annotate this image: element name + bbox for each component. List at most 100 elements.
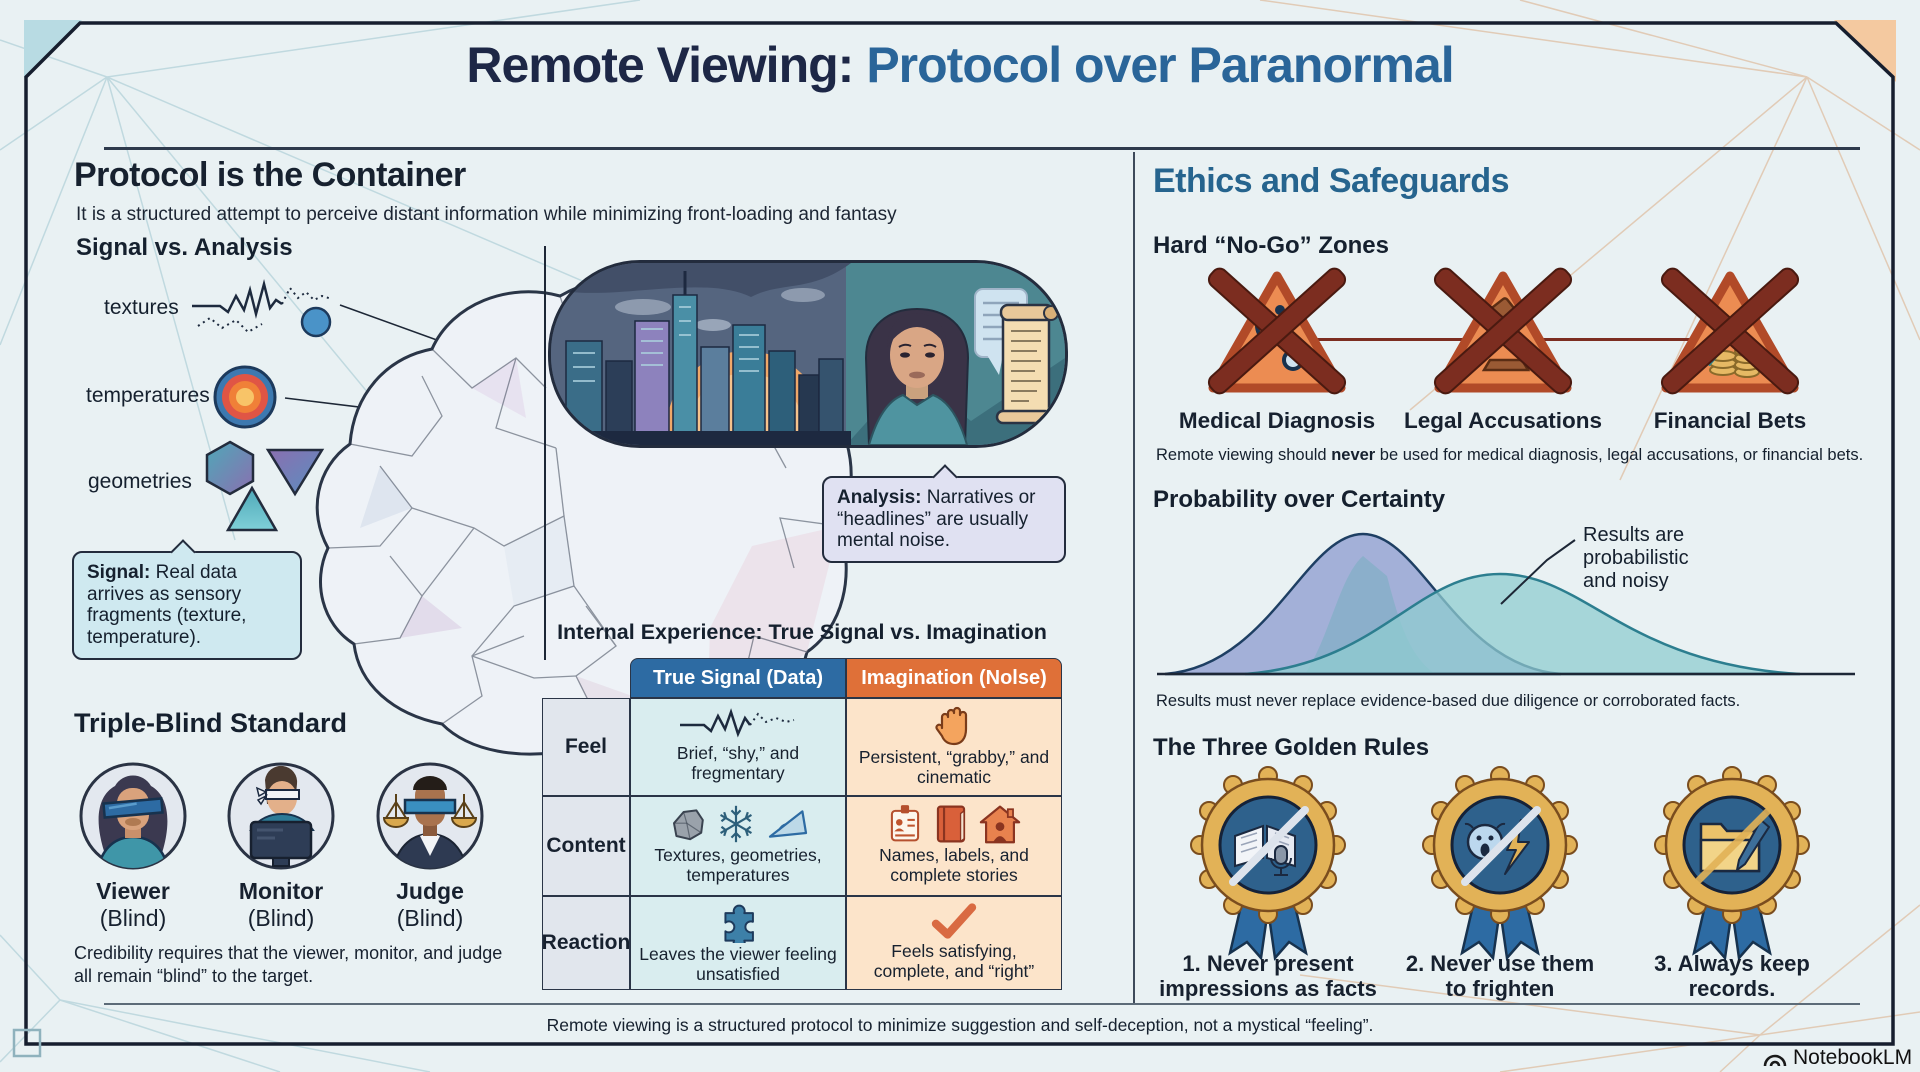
monitor-role-status: (Blind) [247,905,315,931]
prohibition-slash [1229,806,1309,886]
reaction-signal-cell: Leaves the viewer feeling unsatisfied [630,896,846,990]
nogo-caption: Remote viewing should never be used for … [1156,446,1864,464]
reaction-imagination-cell: Feels satisfying, complete, and “right” [846,896,1062,990]
internal-experience-table: True Signal (Data) Imagination (Nolse) F… [542,658,1062,990]
cityscape [565,271,844,444]
triple-blind-heading: Triple-Blind Standard [74,708,348,738]
lightning-icon [1504,819,1530,875]
page-title: Remote Viewing:Protocol over Paranormal [0,36,1920,94]
feel-signal-cell: Brief, “shy,” and fregmentary [630,698,846,796]
probability-curves-chart [1157,532,1855,676]
left-section-subheading: It is a structured attempt to perceive d… [76,204,897,225]
signal-callout-bold: Signal: [87,562,151,583]
feel-signal-text: Brief, “shy,” and fregmentary [676,743,800,783]
viewer-role-name: Viewer [96,878,170,904]
analysis-callout: Analysis: Narratives or “headlines” are … [822,464,1066,563]
content-signal-text: Textures, geometries, temperatures [654,845,822,885]
content-signal-cell: Textures, geometries, temperatures [630,796,846,896]
no-frighten-badge [1422,766,1578,961]
capsule-scene [551,263,1065,445]
left-section-heading: Protocol is the Container [74,156,466,194]
reaction-imagination-text: Feels satisfying, complete, and “right” [873,941,1035,981]
row-label-reaction: Reaction [542,896,630,990]
ethics-heading: Ethics and Safeguards [1153,162,1510,200]
book-icon [936,805,966,844]
probability-caption: Results must never replace evidence-base… [1156,692,1741,710]
triple-blind-caption: Credibility requires that the viewer, mo… [74,942,502,987]
internal-experience-heading: Internal Experience: True Signal vs. Ima… [557,620,1047,644]
viewer-role-status: (Blind) [99,905,167,931]
waveform-icon [192,279,333,338]
signal-callout: Signal: Real data arrives as sensory fra… [72,539,302,660]
blindfolded-viewer-avatar [79,762,187,870]
perception-capsule [548,260,1068,448]
geometries-label: geometries [88,470,192,493]
notebooklm-icon [1763,1054,1787,1067]
blindfolded-monitor-avatar [227,762,335,870]
waveform-icon [680,708,795,738]
analysis-callout-text: Narratives or “headlines” are usually me… [837,487,1036,552]
pen-icon [1735,818,1771,873]
feel-imagination-text: Persistent, “grabby,” and cinematic [858,747,1050,787]
checkmark-icon [931,903,977,940]
reaction-signal-text: Leaves the viewer feeling unsatisfied [639,944,837,984]
judge-role-name: Judge [396,878,464,904]
nogo-label-financial: Financial Bets [1653,408,1807,433]
row-label-feel: Feel [542,698,630,796]
id-badge-icon [890,805,920,842]
gavel-no-icon [1433,267,1573,395]
column-header-imagination: Imagination (Nolse) [846,658,1062,698]
nogo-label-medical: Medical Diagnosis [1178,408,1376,433]
probability-heading: Probability over Certainty [1153,486,1446,513]
title-divider [104,147,1860,150]
microphone-icon [1270,845,1292,876]
page-frame [24,21,1895,1046]
notebooklm-branding: NotebookLM [1762,1046,1912,1070]
coins-arrow-no-icon [1660,267,1800,395]
judge-role-status: (Blind) [396,905,464,931]
snowflake-icon [719,806,753,843]
house-icon [979,805,1021,844]
footer-divider [104,1003,1860,1005]
heat-map-icon [213,365,277,429]
prohibition-slash [1461,806,1541,886]
gold-slash [1695,808,1771,884]
textures-label: textures [104,296,179,319]
title-prefix: Remote Viewing: [466,37,854,93]
hand-icon [935,707,968,746]
column-divider [1133,152,1135,1004]
footer-summary: Remote viewing is a structured protocol … [546,1015,1374,1035]
temperatures-label: temperatures [86,384,210,407]
signal-callout-text: Real data arrives as sensory fragments (… [87,562,247,648]
nogo-label-legal: Legal Accusations [1404,408,1602,433]
coins-icon [1709,345,1760,378]
table-corner-blank [542,658,630,698]
content-imagination-cell: Names, labels, and complete stories [846,796,1062,896]
blindfolded-judge-avatar [376,762,484,870]
monitor-role-name: Monitor [238,878,324,904]
golden-rules-heading: The Three Golden Rules [1153,734,1430,761]
column-header-true-signal: True Signal (Data) [630,658,846,698]
signal-vs-analysis-heading: Signal vs. Analysis [76,234,293,261]
puzzle-piece-icon [724,905,754,944]
triple-blind-caption-line2: all remain “blind” to the target. [74,965,314,986]
triple-blind-caption-line1: Credibility requires that the viewer, mo… [74,943,503,963]
no-impressions-badge [1190,766,1346,961]
feel-imagination-cell: Persistent, “grabby,” and cinematic [846,698,1062,796]
remote-viewer-portrait [864,307,970,445]
analysis-callout-bold: Analysis: [837,487,922,508]
keep-records-badge [1654,766,1810,961]
stethoscope-no-icon [1207,267,1347,395]
nogo-heading: Hard “No-Go” Zones [1153,232,1390,259]
notebooklm-wordmark: NotebookLM [1793,1046,1913,1069]
probability-annotation: Results are probabilistic and noisy [1583,524,1689,592]
title-highlight: Protocol over Paranormal [866,37,1454,93]
rock-icon [673,809,704,841]
row-label-content: Content [542,796,630,896]
corner-square-decor [12,1028,42,1058]
